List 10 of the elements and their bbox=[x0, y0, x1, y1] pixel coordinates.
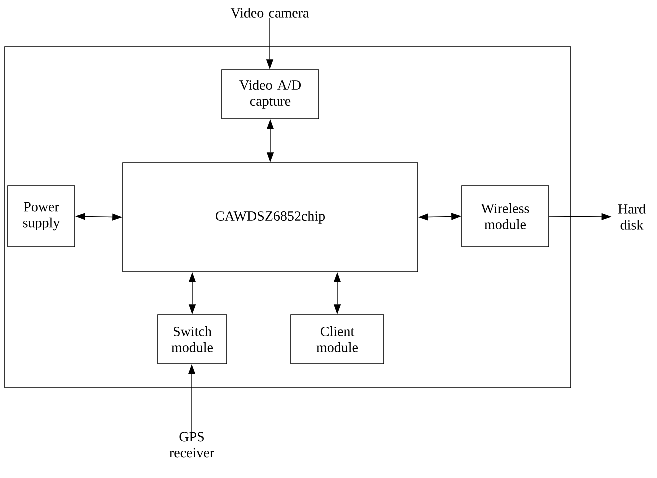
system-frame bbox=[4, 46, 572, 388]
module-box: Switch module bbox=[158, 314, 228, 364]
device-label: Hard disk bbox=[618, 204, 646, 230]
module-box: Video A/D capture bbox=[222, 70, 320, 120]
device-label: Video camera bbox=[230, 8, 310, 18]
module-box: Power supply bbox=[8, 186, 76, 248]
device-label: GPS receiver bbox=[170, 432, 214, 458]
module-box: Client module bbox=[290, 314, 384, 364]
module-box: Wireless module bbox=[462, 186, 550, 248]
module-box: CAWDSZ6852chip bbox=[122, 162, 418, 272]
